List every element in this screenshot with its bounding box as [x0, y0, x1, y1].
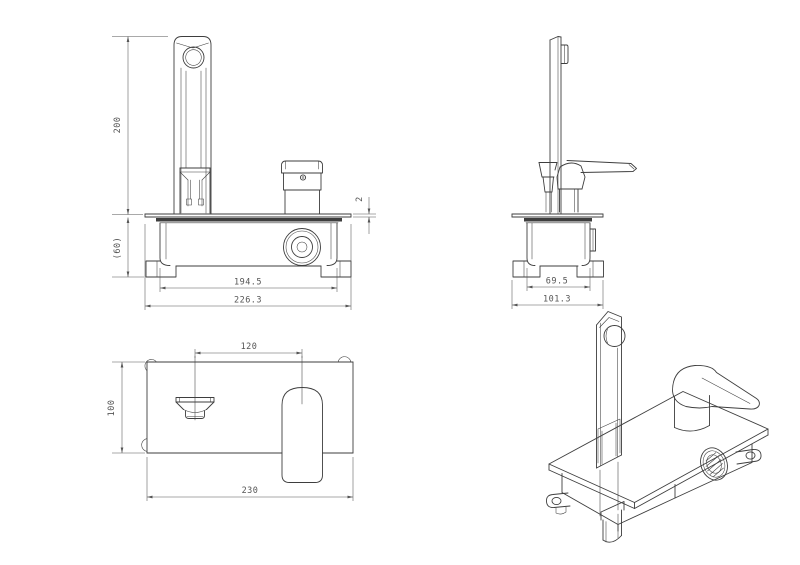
dim-label-200: 200	[113, 117, 123, 134]
diverter-knob	[182, 46, 205, 69]
dim-label-230: 230	[242, 486, 259, 496]
dim-housing-width: 194.5	[159, 268, 338, 292]
dim-column-height: 200	[112, 36, 168, 215]
iso-left-lug	[546, 492, 571, 515]
iso-diverter-knob	[603, 325, 626, 347]
housing-box-front	[145, 222, 352, 278]
dim-plate-depth: 101.3	[511, 280, 604, 309]
dim-plan-width: 230	[146, 457, 354, 501]
left-foot	[145, 260, 177, 278]
front-view	[144, 36, 352, 278]
mount-lug-top-right	[337, 356, 352, 363]
dim-housing-depth: 69.5	[526, 268, 591, 291]
spout-plan	[175, 355, 215, 421]
left-foot-side	[512, 260, 541, 278]
dim-housing-height-ref: (60)	[112, 217, 144, 278]
iso-deck-plate	[548, 391, 769, 509]
dim-label-194-5: 194.5	[234, 278, 262, 288]
housing-box-side	[512, 222, 604, 278]
deck-plate-front	[144, 213, 352, 224]
mount-lug-bottom-left	[141, 438, 148, 452]
mount-lug-top-left	[144, 359, 157, 371]
plan-view-dimensions: 120 100 230	[107, 342, 354, 501]
iso-supply-port	[700, 447, 728, 481]
riser-column	[173, 36, 212, 215]
right-foot	[320, 260, 352, 278]
iso-mixer-handle	[672, 365, 760, 432]
side-view	[511, 36, 637, 278]
deck-plate-side	[511, 213, 604, 224]
dim-label-101-3: 101.3	[543, 295, 571, 305]
deck-plate-plan	[141, 356, 354, 454]
side-view-dimensions: 69.5 101.3	[511, 268, 604, 309]
iso-front-foot	[600, 501, 625, 543]
dim-label-120: 120	[241, 342, 258, 352]
dim-plate-width: 226.3	[144, 224, 352, 310]
dim-label-100: 100	[107, 400, 117, 417]
iso-housing-body	[561, 443, 753, 532]
handle-lever	[566, 160, 637, 173]
thread-hatching	[705, 452, 724, 478]
isometric-view	[546, 311, 769, 543]
column-base-bracket	[179, 167, 211, 214]
mixer-handle-side	[556, 160, 637, 213]
front-view-dimensions: 200 (60) 2 194.5 226.3	[112, 36, 376, 310]
dim-plan-depth: 100	[107, 361, 145, 454]
handle-plan	[281, 355, 323, 483]
iso-riser-column	[596, 311, 626, 469]
handle-screw	[299, 174, 307, 181]
dim-label-2: 2	[355, 196, 365, 202]
dim-label-226-3: 226.3	[234, 296, 262, 306]
dim-plate-thickness: 2	[353, 196, 376, 234]
plan-view	[141, 355, 354, 483]
dim-spout-to-handle: 120	[194, 342, 303, 358]
mixer-handle-front	[281, 160, 323, 215]
dim-label-69-5: 69.5	[546, 277, 568, 287]
dim-label-60: (60)	[113, 237, 123, 259]
supply-port-front	[283, 228, 321, 266]
spout-side	[538, 162, 558, 213]
diverter-knob-side	[560, 44, 569, 64]
iso-right-lug	[735, 449, 762, 465]
riser-column-side	[549, 36, 569, 215]
right-foot-side	[576, 260, 604, 278]
